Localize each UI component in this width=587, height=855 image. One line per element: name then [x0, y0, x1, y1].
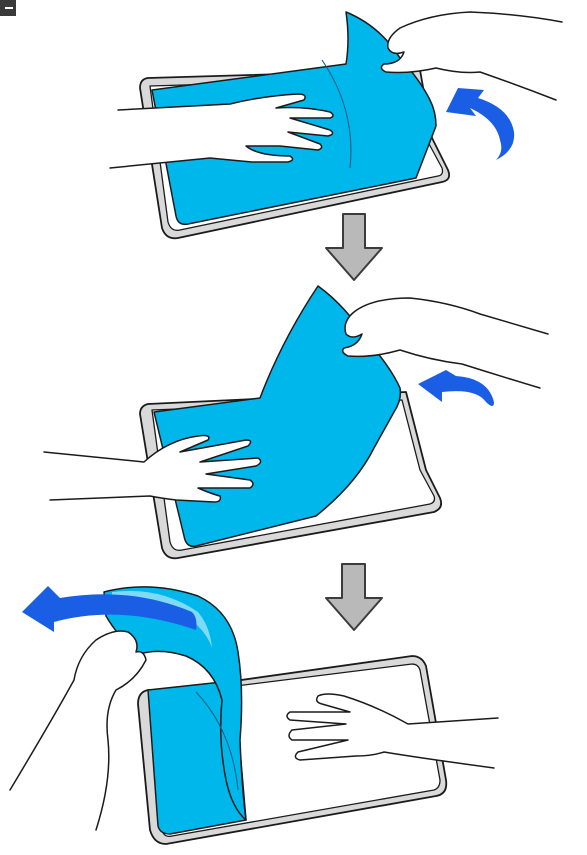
curved-arrow-icon: [418, 370, 494, 406]
sheet-3: [104, 587, 246, 834]
step-2-group: [44, 286, 548, 558]
curved-arrow-icon: [446, 88, 514, 160]
step-3-group: [10, 586, 498, 844]
step-1-group: [110, 12, 562, 238]
hand-3-left: [10, 631, 146, 830]
arrow-down-icon: [326, 214, 382, 280]
arrow-down-icon: [326, 564, 382, 630]
step-marker-icon: [0, 0, 16, 16]
